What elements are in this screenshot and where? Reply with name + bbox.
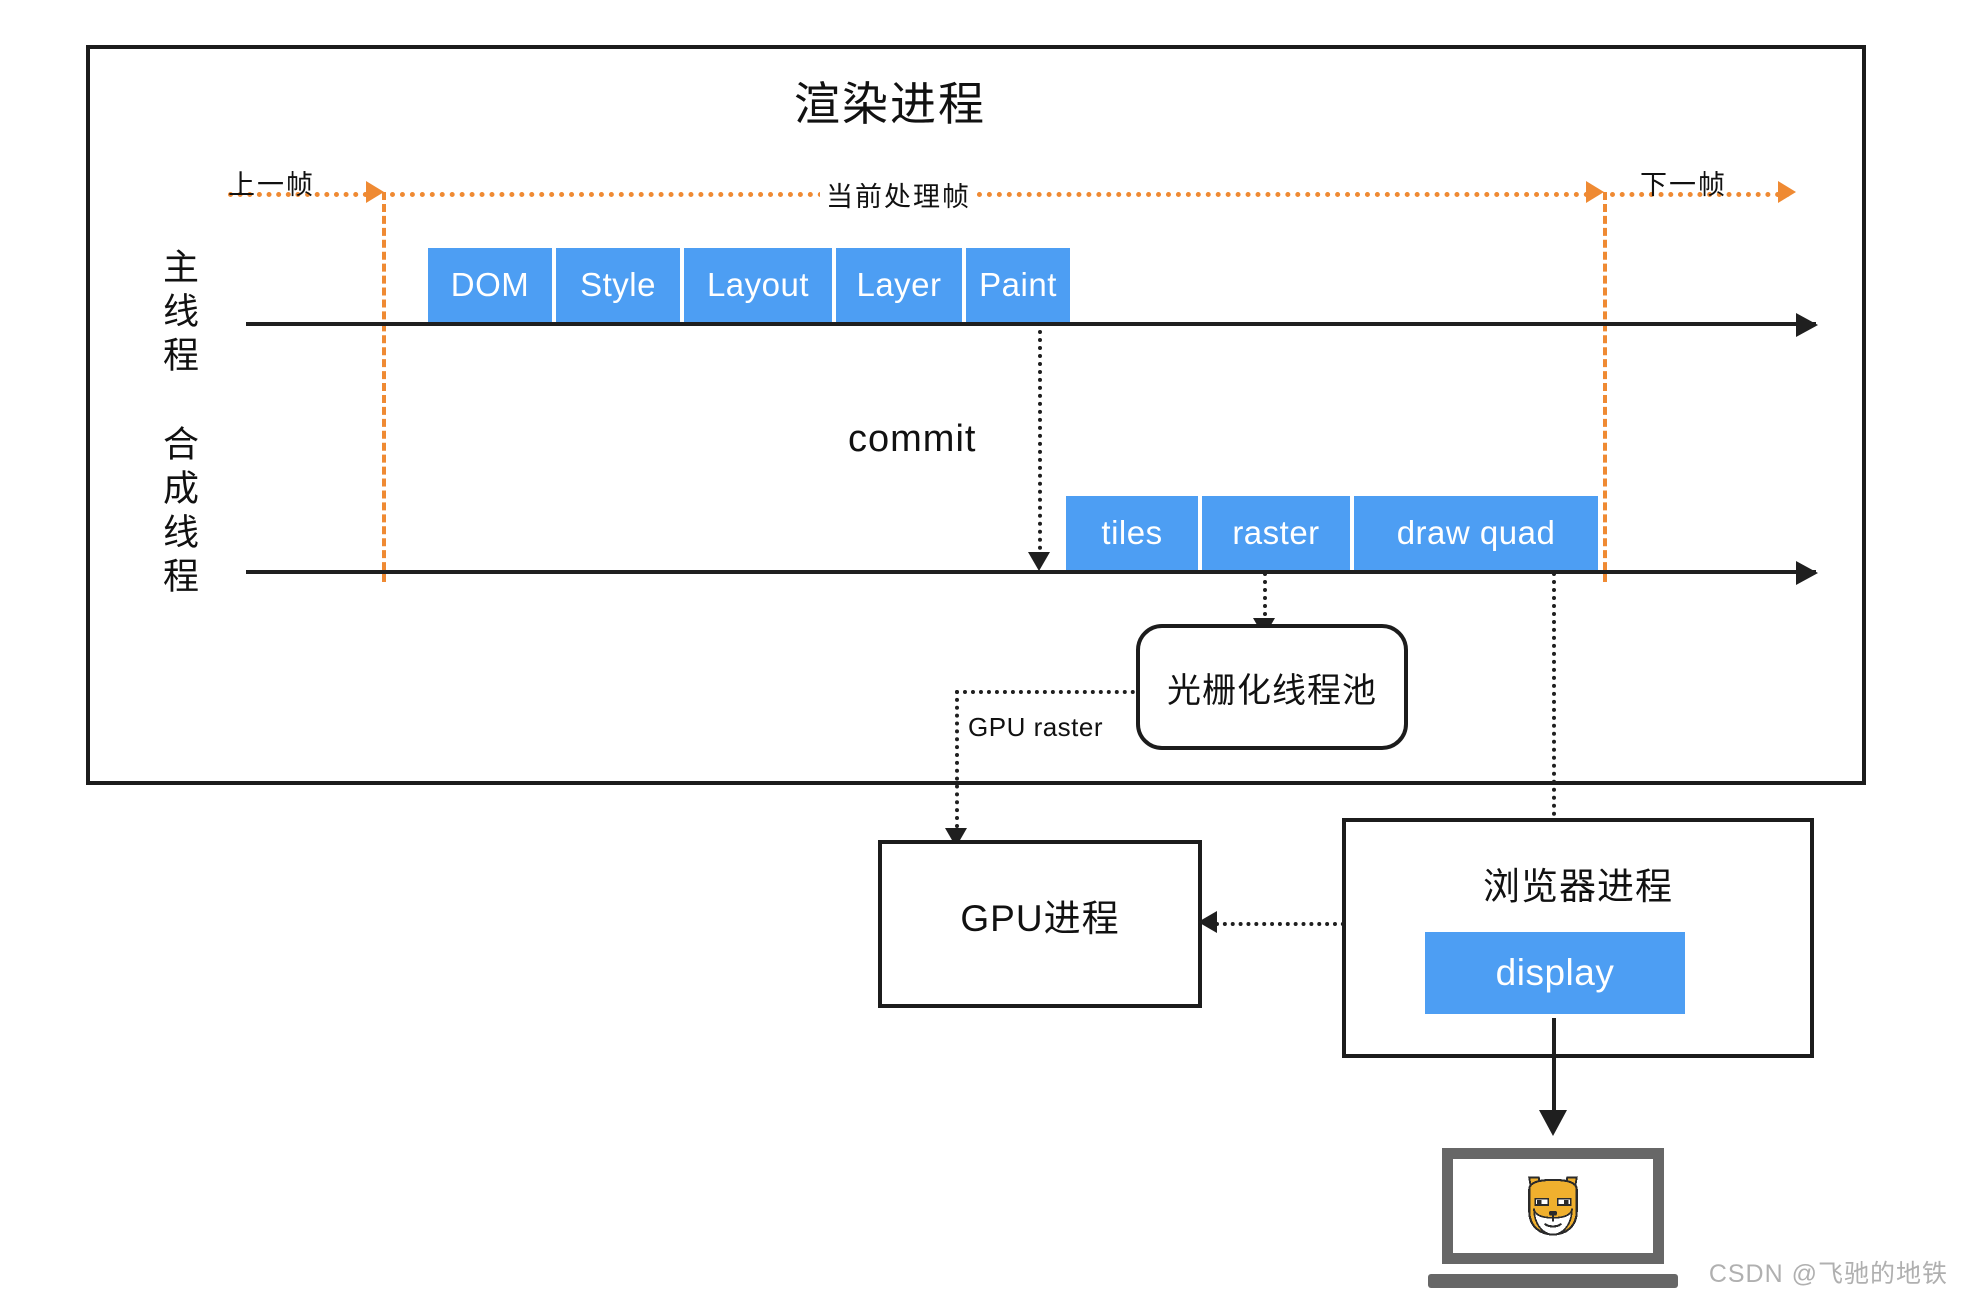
display-to-device-connector [1552, 1018, 1556, 1124]
laptop-device [1428, 1148, 1678, 1288]
main-stage-layer: Layer [836, 248, 962, 322]
previous-frame-arrowhead [366, 181, 384, 203]
rasterization-thread-pool-box: 光栅化线程池 [1136, 624, 1408, 750]
previous-frame-label: 上一帧 [228, 170, 315, 200]
compositor-stage-raster: raster [1202, 496, 1350, 570]
previous-frame-connector [228, 192, 368, 197]
next-frame-arrowhead [1778, 181, 1796, 203]
compositor-thread-timeline [246, 561, 1818, 585]
renderer-process-box [86, 45, 1866, 785]
gpu-raster-connector-vertical [955, 690, 959, 836]
current-frame-connector [390, 192, 1590, 197]
display-block: display [1425, 932, 1685, 1014]
compositor-thread-timeline-arrowhead [1796, 561, 1818, 585]
frame-end-divider [1603, 192, 1607, 582]
doge-icon [1528, 1176, 1578, 1236]
next-frame-label: 下一帧 [1640, 170, 1727, 200]
laptop-screen [1442, 1148, 1664, 1264]
compositor-stage-draw-quad: draw quad [1354, 496, 1598, 570]
main-thread-label: 主线程 [158, 248, 199, 380]
gpu-process-box: GPU进程 [878, 840, 1202, 1008]
raster-to-pool-connector [1263, 572, 1267, 624]
main-stage-paint: Paint [966, 248, 1070, 322]
commit-label: commit [848, 418, 977, 460]
main-stage-layout: Layout [684, 248, 832, 322]
frame-start-divider [382, 192, 386, 582]
commit-arrowhead [1028, 552, 1050, 571]
renderer-process-title: 渲染进程 [794, 78, 986, 130]
draw-quad-to-browser-connector [1552, 572, 1556, 840]
current-frame-arrowhead [1586, 181, 1604, 203]
gpu-raster-connector-horizontal [955, 690, 1135, 694]
display-to-device-arrowhead [1539, 1110, 1567, 1136]
browser-to-gpu-connector [1215, 922, 1345, 926]
next-frame-connector [1610, 192, 1790, 197]
gpu-process-title: GPU进程 [960, 898, 1120, 939]
compositor-stage-tiles: tiles [1066, 496, 1198, 570]
laptop-base [1428, 1274, 1678, 1288]
current-frame-label: 当前处理帧 [820, 175, 977, 214]
browser-to-gpu-arrowhead [1198, 911, 1217, 933]
commit-connector [1038, 322, 1042, 558]
gpu-raster-label: GPU raster [968, 712, 1104, 742]
compositor-thread-label: 合成线程 [158, 425, 199, 601]
main-stage-dom: DOM [428, 248, 552, 322]
main-thread-timeline [246, 313, 1818, 337]
main-stage-style: Style [556, 248, 680, 322]
main-thread-timeline-arrowhead [1796, 313, 1818, 337]
watermark: CSDN @飞驰的地铁 [1708, 1260, 1948, 1288]
browser-process-title: 浏览器进程 [1483, 866, 1673, 907]
